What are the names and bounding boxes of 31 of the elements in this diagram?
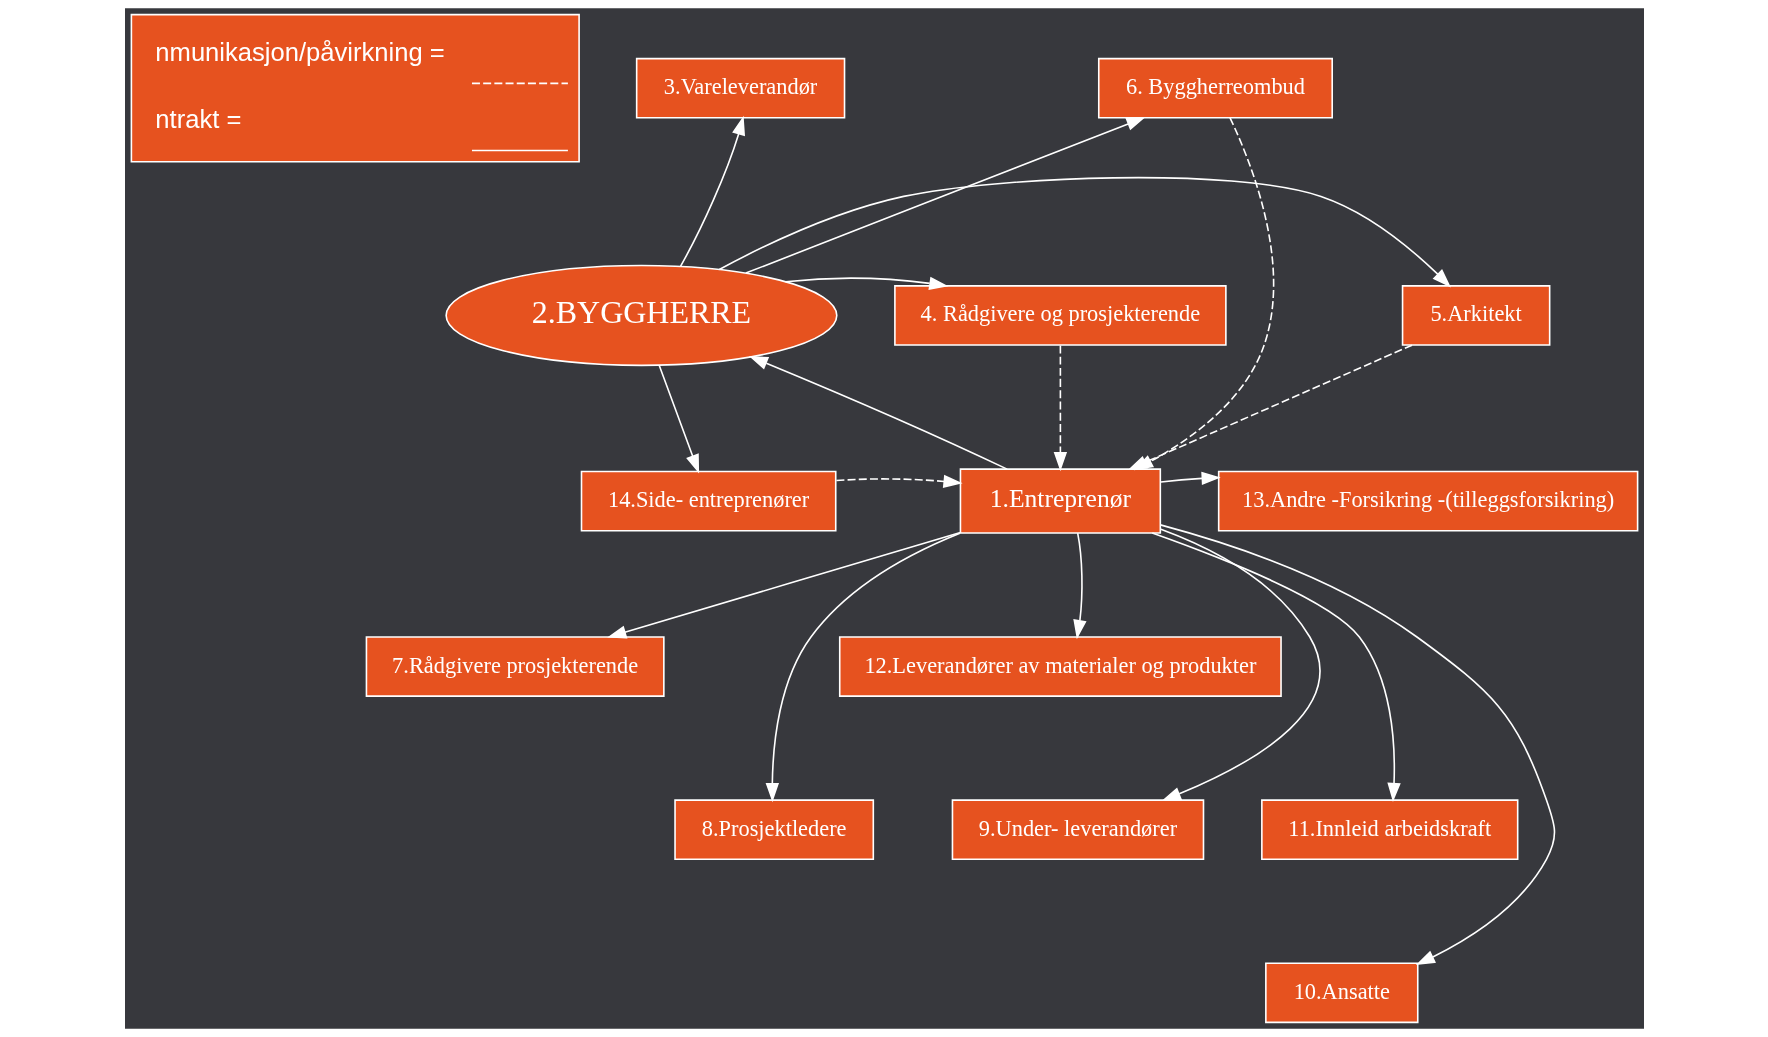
node-box: 13.Andre -Forsikring -(tilleggsforsikring) (1217, 470, 1638, 532)
arrow (1072, 532, 1087, 640)
arrow (744, 117, 1146, 274)
arrow (657, 364, 699, 474)
node-box: 9.Under- leverandører (951, 799, 1204, 861)
node-box: 4. Rådgivere og prosjekterende (893, 285, 1227, 346)
arrow (606, 531, 961, 639)
node-box: 14.Side- entreprenører (580, 470, 837, 532)
arrow (765, 532, 961, 803)
node-box: 10.Ansatte (1264, 962, 1419, 1024)
arrow (679, 115, 745, 268)
node-box: 1.Entreprenør (959, 468, 1161, 534)
node-box: 3.Vareleverandør (635, 57, 845, 119)
legend-label: nmunikasjon/påvirkning = (154, 37, 445, 66)
node-ellipse: 2.BYGGHERRE (444, 264, 838, 367)
arrow (748, 355, 1008, 470)
arrow (1159, 528, 1321, 801)
arrow (718, 176, 1451, 288)
arrow (1159, 471, 1221, 486)
arrow (1151, 532, 1401, 802)
arrow (784, 276, 948, 290)
node-box: 8.Prosjektledere (673, 799, 874, 861)
arrow (1053, 344, 1067, 472)
node-box: 5.Arkitekt (1401, 285, 1550, 346)
legend-label: ntrakt = (154, 104, 241, 133)
node-box: 7.Rådgivere prosjekterende (365, 636, 665, 697)
arrow (835, 474, 963, 489)
node-box: 12.Leverandører av materialer og produkter (838, 636, 1282, 697)
node-box: 11.Innleid arbeidskraft (1260, 799, 1518, 861)
node-box: 6. Byggherreombud (1097, 57, 1333, 119)
arrow (1159, 524, 1555, 965)
